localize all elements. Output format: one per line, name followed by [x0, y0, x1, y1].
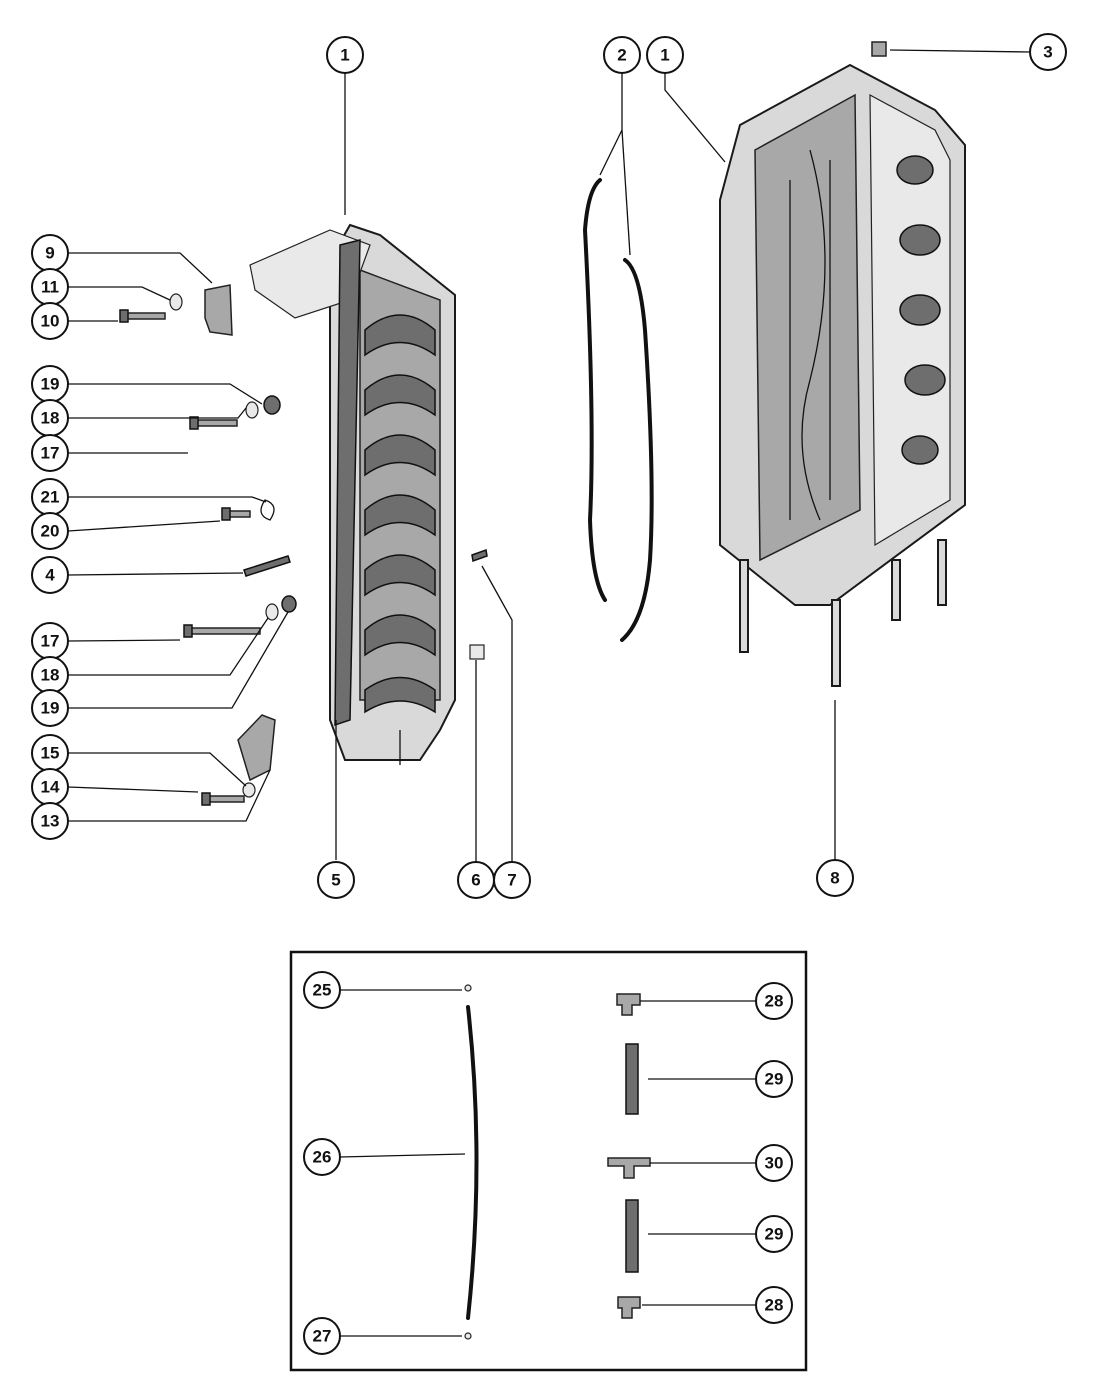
callout: 1 [646, 36, 684, 74]
svg-text:25: 25 [313, 981, 332, 1000]
callout: 28 [755, 982, 793, 1020]
callout: 17 [31, 622, 69, 660]
callout: 29 [755, 1060, 793, 1098]
callouts: 1 2 1 3 9 11 10 19 18 17 21 20 4 17 18 1… [31, 33, 1067, 1355]
svg-text:30: 30 [765, 1154, 784, 1173]
cylinder-block [719, 63, 966, 687]
svg-text:15: 15 [41, 744, 60, 763]
callout: 7 [493, 861, 531, 899]
svg-text:1: 1 [660, 46, 669, 65]
svg-text:7: 7 [507, 871, 516, 890]
svg-text:4: 4 [45, 566, 55, 585]
callout: 21 [31, 478, 69, 516]
svg-text:27: 27 [313, 1327, 332, 1346]
svg-text:17: 17 [41, 632, 60, 651]
svg-text:14: 14 [41, 778, 60, 797]
callout: 28 [755, 1286, 793, 1324]
callout: 2 [603, 36, 641, 74]
callout: 26 [303, 1138, 341, 1176]
svg-text:9: 9 [45, 244, 54, 263]
svg-text:2: 2 [617, 46, 626, 65]
callout: 30 [755, 1144, 793, 1182]
crankcase-cover [249, 223, 456, 765]
svg-text:3: 3 [1043, 43, 1052, 62]
svg-text:28: 28 [765, 992, 784, 1011]
callout: 19 [31, 365, 69, 403]
svg-text:6: 6 [471, 871, 480, 890]
svg-text:17: 17 [41, 444, 60, 463]
callout: 13 [31, 802, 69, 840]
svg-text:29: 29 [765, 1070, 784, 1089]
svg-text:18: 18 [41, 666, 60, 685]
hardware-left [119, 41, 887, 806]
svg-text:5: 5 [331, 871, 340, 890]
callout: 9 [31, 234, 69, 272]
svg-text:8: 8 [830, 869, 839, 888]
leader-lines [67, 49, 1031, 1337]
callout: 1 [326, 36, 364, 74]
callout: 17 [31, 434, 69, 472]
callout: 29 [755, 1215, 793, 1253]
callout: 3 [1029, 33, 1067, 71]
svg-text:18: 18 [41, 409, 60, 428]
callout: 4 [31, 556, 69, 594]
svg-text:10: 10 [41, 312, 60, 331]
svg-text:13: 13 [41, 812, 60, 831]
svg-text:19: 19 [41, 699, 60, 718]
callout: 6 [457, 861, 495, 899]
svg-text:21: 21 [41, 488, 60, 507]
svg-text:11: 11 [41, 278, 59, 297]
callout: 5 [317, 861, 355, 899]
svg-text:26: 26 [313, 1148, 332, 1167]
callout: 19 [31, 689, 69, 727]
callout: 11 [31, 268, 69, 306]
callout: 25 [303, 971, 341, 1009]
parts-kit-box [289, 950, 808, 1372]
svg-text:29: 29 [765, 1225, 784, 1244]
callout: 18 [31, 656, 69, 694]
svg-text:28: 28 [765, 1296, 784, 1315]
callout: 10 [31, 302, 69, 340]
svg-text:20: 20 [41, 522, 60, 541]
callout: 8 [816, 859, 854, 897]
callout: 20 [31, 512, 69, 550]
callout: 18 [31, 399, 69, 437]
svg-text:19: 19 [41, 375, 60, 394]
callout: 27 [303, 1317, 341, 1355]
callout: 14 [31, 768, 69, 806]
svg-text:1: 1 [340, 46, 349, 65]
callout: 15 [31, 734, 69, 772]
side-seals [582, 178, 654, 642]
